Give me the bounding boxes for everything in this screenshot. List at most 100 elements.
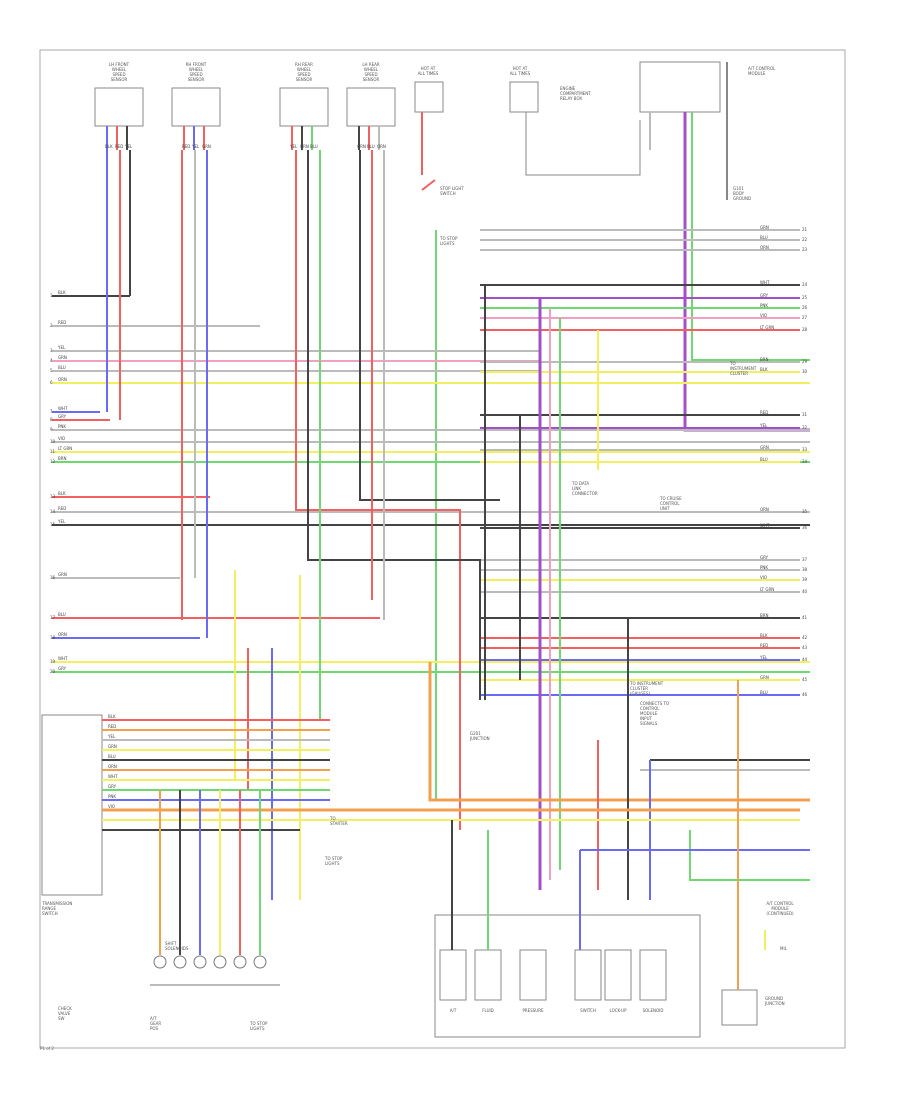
pressure-switch <box>639 949 667 1001</box>
fuse-wire <box>421 112 436 191</box>
solenoid-label: SOLENOIDS <box>165 946 189 951</box>
switch-label: SWITCH <box>440 191 456 196</box>
connector-pin: 39 <box>802 577 808 582</box>
connector-pin: 16 <box>50 575 56 580</box>
wire-color-label: BLK <box>760 633 768 638</box>
wire-color-label: BRN <box>58 456 67 461</box>
module-label: (CONTINUED) <box>766 911 794 916</box>
connector-pin: 37 <box>802 557 808 562</box>
wire <box>428 662 810 802</box>
connector-pin: 2 <box>50 323 53 328</box>
sensor-label: WHEEL <box>112 67 127 72</box>
wire-color-label: BLK <box>58 290 66 295</box>
wire-color-label: GRY <box>760 555 769 560</box>
ground-label: GROUND <box>733 196 751 201</box>
wire-color-label: RED <box>108 724 116 729</box>
connector-label: TO INSTRUMENT <box>629 681 664 686</box>
wire-color-label: WHT <box>58 406 68 411</box>
connector-label: CLUSTER <box>630 686 648 691</box>
wire-color-label: GRN <box>202 144 211 149</box>
switch-label: VALVE <box>58 1011 71 1016</box>
shift-solenoid <box>193 955 207 969</box>
connector-pin: 28 <box>802 327 808 332</box>
wire <box>689 830 810 881</box>
wire-color-label: GRN <box>300 144 309 149</box>
wire-color-label: BRN <box>760 357 769 362</box>
connector-label: UNIT <box>660 506 670 511</box>
wire-color-label: RED <box>760 410 768 415</box>
wire-color-label: VIO <box>760 313 767 318</box>
sensor-label: WHEEL <box>297 67 312 72</box>
fuse-box <box>509 81 539 113</box>
connector-label: TO CRUISE <box>659 496 682 501</box>
wire-color-label: ORN <box>108 764 117 769</box>
connector-pin: 24 <box>802 282 808 287</box>
wire-color-label: RED <box>58 320 66 325</box>
connector-pin: 10 <box>50 439 56 444</box>
component-label: SOLENOID <box>643 1008 664 1013</box>
connector-pin: 7 <box>50 409 53 414</box>
connector-pin: 5 <box>50 368 53 373</box>
ground-label: G201 <box>470 731 481 736</box>
connector-label: CONTROL <box>640 706 660 711</box>
wire-color-label: BLU <box>58 365 66 370</box>
wire-color-label: PNK <box>108 794 116 799</box>
wire-color-label: YEL <box>289 144 298 149</box>
pressure-switch <box>519 949 547 1001</box>
wire-color-label: WHT <box>58 656 68 661</box>
wire-color-label: LT GRN <box>760 325 774 330</box>
connector-pin: 18 <box>50 635 56 640</box>
connector-pin: 13 <box>50 494 56 499</box>
wire-color-label: ORN <box>377 144 386 149</box>
connector-label: CLUSTER <box>730 371 748 376</box>
sensor-label: SENSOR <box>188 77 205 82</box>
sensor-label: RH REAR <box>295 62 313 67</box>
connector-pin: 12 <box>50 459 56 464</box>
wire-color-label: BLU <box>760 690 768 695</box>
wire-color-label: BRN <box>760 613 769 618</box>
wire-color-label: GRN <box>357 144 366 149</box>
sensor-label: RH FRONT <box>186 62 207 67</box>
lamp-label: TO STOP <box>324 856 343 861</box>
switch-label: GEAR <box>150 1021 161 1026</box>
wire-color-label: WHT <box>760 280 770 285</box>
connector-pin: 3 <box>50 348 53 353</box>
component-label: LOCK-UP <box>609 1008 627 1013</box>
wire-color-label: RED <box>760 643 768 648</box>
pressure-switch <box>474 949 502 1001</box>
wire-color-label: RED <box>115 144 123 149</box>
wire-color-label: BLU <box>367 144 375 149</box>
wire-green <box>435 230 810 801</box>
sensor-label: LH FRONT <box>109 62 130 67</box>
connector-pin: 1 <box>50 293 53 298</box>
wire-color-label: WHT <box>760 523 770 528</box>
connector-pin: 26 <box>802 305 808 310</box>
wire-color-label: BLK <box>105 144 113 149</box>
switch-label: A/T <box>150 1016 157 1021</box>
module-label: A/T CONTROL <box>766 901 794 906</box>
connector-pin: 35 <box>802 509 808 514</box>
sensor-label: SPEED <box>364 72 377 77</box>
connector-pin: 36 <box>802 525 808 530</box>
connector-label: STARTER <box>330 821 348 826</box>
sensor-label: WHEEL <box>189 67 204 72</box>
fuse-label: HOT AT <box>513 66 528 71</box>
wire-color-label: ORN <box>58 377 67 382</box>
wire-color-label: GRN <box>108 744 117 749</box>
wire-color-label: GRY <box>760 293 769 298</box>
connector-pin: 27 <box>802 315 808 320</box>
connector-pin: 38 <box>802 567 808 572</box>
ecu-label: MODULE <box>748 71 766 76</box>
relay-wire <box>525 112 641 176</box>
wheel-speed-sensor <box>171 87 221 127</box>
component-label: PRESSURE <box>522 1008 544 1013</box>
wire-color-label: RED <box>182 144 190 149</box>
component-label: SWITCH <box>580 1008 596 1013</box>
solenoid-label: SHIFT <box>165 941 177 946</box>
shift-solenoid <box>153 955 167 969</box>
wire-color-label: BLU <box>760 235 768 240</box>
connector-pin: 33 <box>802 447 808 452</box>
wire-color-label: VIO <box>108 804 115 809</box>
switch-label: STOP LIGHT <box>440 186 464 191</box>
